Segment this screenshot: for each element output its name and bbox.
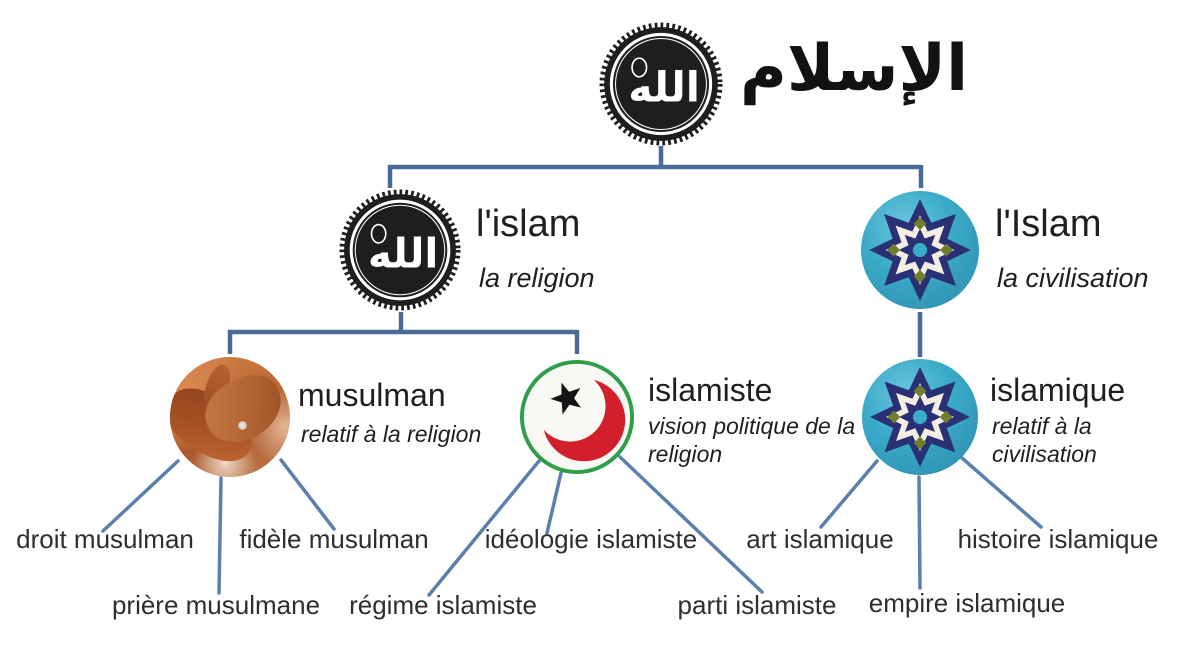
elbow-religion-to-level3 bbox=[227, 312, 580, 354]
ring-glint bbox=[238, 420, 248, 430]
line-musulman-fidele bbox=[279, 458, 336, 531]
node-musulman-subtitle: relatif à la religion bbox=[301, 421, 482, 447]
leaf-fidele-musulman: fidèle musulman bbox=[239, 524, 429, 554]
line-islamiste-parti bbox=[618, 455, 764, 594]
line-musulman-droit bbox=[101, 459, 180, 533]
allah-calligraphy-medallion: الله bbox=[339, 189, 461, 311]
islamic-tile-star-mosaic bbox=[861, 191, 979, 309]
line-islamiste-regime bbox=[427, 459, 541, 597]
node-islam-civilisation-subtitle: la civilisation bbox=[997, 263, 1149, 293]
line-islamiste-ideologie bbox=[545, 471, 563, 535]
allah-calligraphy-medallion: الله bbox=[599, 22, 723, 146]
line-islamique-empire bbox=[917, 475, 922, 590]
diagram-title-arabic: الإسلام bbox=[740, 32, 969, 104]
star-and-crescent-emblem bbox=[519, 359, 635, 475]
node-islamiste-label: islamiste bbox=[648, 372, 773, 408]
leaf-histoire-islamique: histoire islamique bbox=[957, 524, 1159, 554]
line-islamique-histoire bbox=[960, 456, 1043, 529]
node-islamiste-subtitle: vision politique de la religion bbox=[648, 413, 856, 468]
node-islam-civilisation-label: l'Islam bbox=[995, 203, 1102, 245]
line-musulman-priere bbox=[217, 476, 223, 595]
leaf-priere-musulmane: prière musulmane bbox=[111, 590, 321, 620]
leaf-droit-musulman: droit musulman bbox=[16, 524, 194, 554]
node-islam-religion-subtitle: la religion bbox=[479, 263, 595, 293]
elbow-root-to-level2 bbox=[387, 146, 924, 188]
allah-calligraphy-text: الله bbox=[628, 64, 700, 112]
leaf-ideologie-islamiste: idéologie islamiste bbox=[484, 524, 698, 554]
node-islam-religion-label: l'islam bbox=[476, 203, 581, 245]
leaf-regime-islamiste: régime islamiste bbox=[349, 590, 537, 620]
leaf-parti-islamiste: parti islamiste bbox=[677, 590, 837, 620]
node-musulman-label: musulman bbox=[298, 377, 446, 413]
node-islamique-subtitle: relatif à la civilisation bbox=[992, 413, 1097, 468]
node-islamique-label: islamique bbox=[990, 372, 1126, 408]
islamic-tile-star-mosaic bbox=[862, 359, 978, 475]
allah-calligraphy-text: الله bbox=[368, 229, 438, 277]
leaf-empire-islamique: empire islamique bbox=[868, 588, 1066, 618]
line-islamique-art bbox=[819, 459, 879, 529]
praying-hands-photo bbox=[170, 357, 290, 477]
leaf-art-islamique: art islamique bbox=[746, 524, 894, 554]
black-star bbox=[550, 382, 582, 415]
